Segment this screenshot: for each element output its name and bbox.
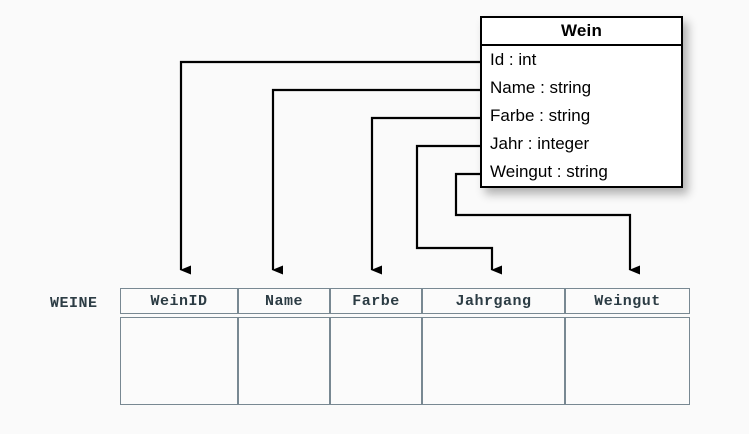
relational-table[interactable]: WeinID Name Farbe Jahrgang Weingut xyxy=(120,288,690,405)
table-cell-weingut[interactable] xyxy=(565,317,690,405)
relational-table-head: WeinID Name Farbe Jahrgang Weingut xyxy=(120,288,690,317)
uml-attribute-name: Name : string xyxy=(490,78,592,97)
column-header-farbe[interactable]: Farbe xyxy=(330,288,422,314)
uml-class-box[interactable]: Wein Id : int Name : string Farbe : stri… xyxy=(480,16,683,188)
table-cell-jahrgang[interactable] xyxy=(422,317,565,405)
uml-attribute-jahr: Jahr : integer xyxy=(490,134,590,153)
column-header-weinid[interactable]: WeinID xyxy=(120,288,238,314)
uml-attribute-farbe: Farbe : string xyxy=(490,106,591,125)
connector-weingut-to-weingut xyxy=(454,172,640,275)
relational-table-label: WEINE xyxy=(50,295,98,312)
connector-id-to-weinid xyxy=(179,60,480,275)
uml-attribute-weingut: Weingut : string xyxy=(490,162,608,181)
uml-attribute-id: Id : int xyxy=(490,50,537,69)
column-header-jahrgang[interactable]: Jahrgang xyxy=(422,288,565,314)
connector-name-to-name xyxy=(271,88,480,275)
table-cell-farbe[interactable] xyxy=(330,317,422,405)
uml-class-name: Wein xyxy=(482,18,681,46)
table-cell-name[interactable] xyxy=(238,317,330,405)
relational-table-body xyxy=(120,317,690,405)
table-cell-weinid[interactable] xyxy=(120,317,238,405)
table-header-row: WeinID Name Farbe Jahrgang Weingut xyxy=(120,288,690,314)
table-row[interactable] xyxy=(120,317,690,405)
connector-farbe-to-farbe xyxy=(370,116,480,275)
column-header-name[interactable]: Name xyxy=(238,288,330,314)
column-header-weingut[interactable]: Weingut xyxy=(565,288,690,314)
uml-attribute-list: Id : int Name : string Farbe : string Ja… xyxy=(482,46,681,186)
